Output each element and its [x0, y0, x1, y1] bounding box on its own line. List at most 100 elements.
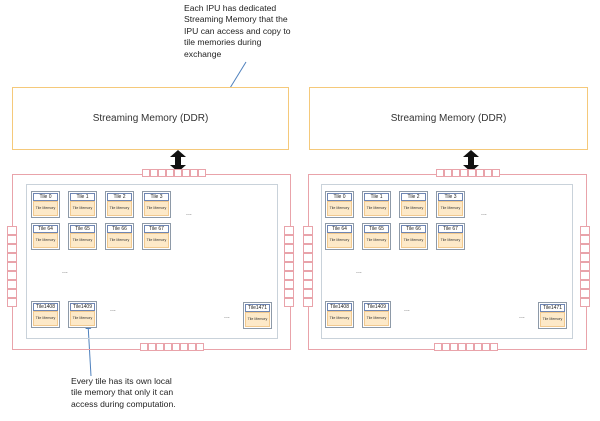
tile: Tile1408 Tile Memory — [325, 301, 354, 328]
row-ellipsis: ... — [224, 313, 230, 320]
io-port — [580, 280, 590, 289]
tile-memory: Tile Memory — [364, 233, 389, 248]
io-port — [182, 169, 190, 177]
tile-memory: Tile Memory — [70, 311, 95, 326]
io-port — [580, 226, 590, 235]
io-port — [284, 226, 294, 235]
tile: Tile 67 Tile Memory — [142, 223, 171, 250]
io-port — [284, 262, 294, 271]
io-port — [156, 343, 164, 351]
tile-memory: Tile Memory — [107, 233, 132, 248]
io-port — [140, 343, 148, 351]
tile-memory: Tile Memory — [33, 311, 58, 326]
row-ellipsis: ... — [186, 210, 192, 217]
io-port — [580, 298, 590, 307]
io-port — [7, 262, 17, 271]
io-port — [164, 343, 172, 351]
tile-memory-note: Every tile has its own local tile memory… — [71, 376, 176, 409]
io-port — [460, 169, 468, 177]
io-port — [468, 169, 476, 177]
tile-memory: Tile Memory — [33, 233, 58, 248]
io-port — [450, 343, 458, 351]
tile-memory: Tile Memory — [70, 201, 95, 216]
io-port — [303, 280, 313, 289]
io-port — [303, 262, 313, 271]
tile-label: Tile 66 — [107, 225, 132, 233]
tile-memory: Tile Memory — [364, 311, 389, 326]
io-port — [284, 253, 294, 262]
tile: Tile 64 Tile Memory — [31, 223, 60, 250]
tile-memory: Tile Memory — [401, 201, 426, 216]
ipu-tile-area — [26, 184, 278, 339]
io-port — [148, 343, 156, 351]
io-port — [442, 343, 450, 351]
io-port — [303, 298, 313, 307]
tile: Tile 2 Tile Memory — [399, 191, 428, 218]
tile: Tile 65 Tile Memory — [68, 223, 97, 250]
tile: Tile1471 Tile Memory — [538, 302, 567, 329]
tile-memory: Tile Memory — [144, 233, 169, 248]
row-ellipsis: ... — [481, 210, 487, 217]
io-port — [174, 169, 182, 177]
streaming-memory-note: Each IPU has dedicated Streaming Memory … — [184, 3, 291, 59]
io-port — [303, 289, 313, 298]
io-port — [434, 343, 442, 351]
io-port — [580, 253, 590, 262]
tile-label: Tile 67 — [144, 225, 169, 233]
tile-label: Tile1471 — [540, 304, 565, 312]
io-port — [7, 244, 17, 253]
io-port — [580, 262, 590, 271]
io-port — [188, 343, 196, 351]
io-port — [444, 169, 452, 177]
tile: Tile1409 Tile Memory — [362, 301, 391, 328]
streaming-memory-label: Streaming Memory (DDR) — [390, 113, 507, 124]
tile-label: Tile1409 — [70, 303, 95, 311]
io-port — [580, 235, 590, 244]
tile-label: Tile 65 — [364, 225, 389, 233]
io-port — [474, 343, 482, 351]
io-port — [482, 343, 490, 351]
tile: Tile 0 Tile Memory — [31, 191, 60, 218]
tile: Tile 1 Tile Memory — [362, 191, 391, 218]
column-ellipsis: ... — [356, 268, 362, 275]
io-port — [7, 235, 17, 244]
tile-memory: Tile Memory — [327, 233, 352, 248]
tile-label: Tile 64 — [33, 225, 58, 233]
tile-memory: Tile Memory — [401, 233, 426, 248]
tile-label: Tile 66 — [401, 225, 426, 233]
tile-label: Tile1409 — [364, 303, 389, 311]
io-port — [166, 169, 174, 177]
io-port — [492, 169, 500, 177]
streaming-memory-box: Streaming Memory (DDR) — [12, 87, 289, 150]
tile-memory: Tile Memory — [245, 312, 270, 327]
tile-memory: Tile Memory — [438, 233, 463, 248]
io-port — [303, 235, 313, 244]
tile-label: Tile 2 — [107, 193, 132, 201]
tile: Tile 64 Tile Memory — [325, 223, 354, 250]
tile-label: Tile 2 — [401, 193, 426, 201]
io-port — [580, 271, 590, 280]
bidirectional-arrow-icon — [463, 150, 479, 172]
tile: Tile1409 Tile Memory — [68, 301, 97, 328]
io-port — [7, 289, 17, 298]
tile: Tile 65 Tile Memory — [362, 223, 391, 250]
tile: Tile 3 Tile Memory — [142, 191, 171, 218]
tile-memory: Tile Memory — [327, 311, 352, 326]
tile-label: Tile 3 — [144, 193, 169, 201]
tile-label: Tile 1 — [70, 193, 95, 201]
io-port — [7, 298, 17, 307]
io-port — [284, 244, 294, 253]
io-port — [303, 226, 313, 235]
bidirectional-arrow-icon — [170, 150, 186, 172]
io-port — [180, 343, 188, 351]
tile: Tile 1 Tile Memory — [68, 191, 97, 218]
io-port — [284, 298, 294, 307]
io-port — [172, 343, 180, 351]
io-port — [452, 169, 460, 177]
tile-memory: Tile Memory — [364, 201, 389, 216]
tile: Tile 3 Tile Memory — [436, 191, 465, 218]
tile-label: Tile 0 — [33, 193, 58, 201]
tile-label: Tile1408 — [33, 303, 58, 311]
tile-label: Tile1408 — [327, 303, 352, 311]
io-port — [436, 169, 444, 177]
